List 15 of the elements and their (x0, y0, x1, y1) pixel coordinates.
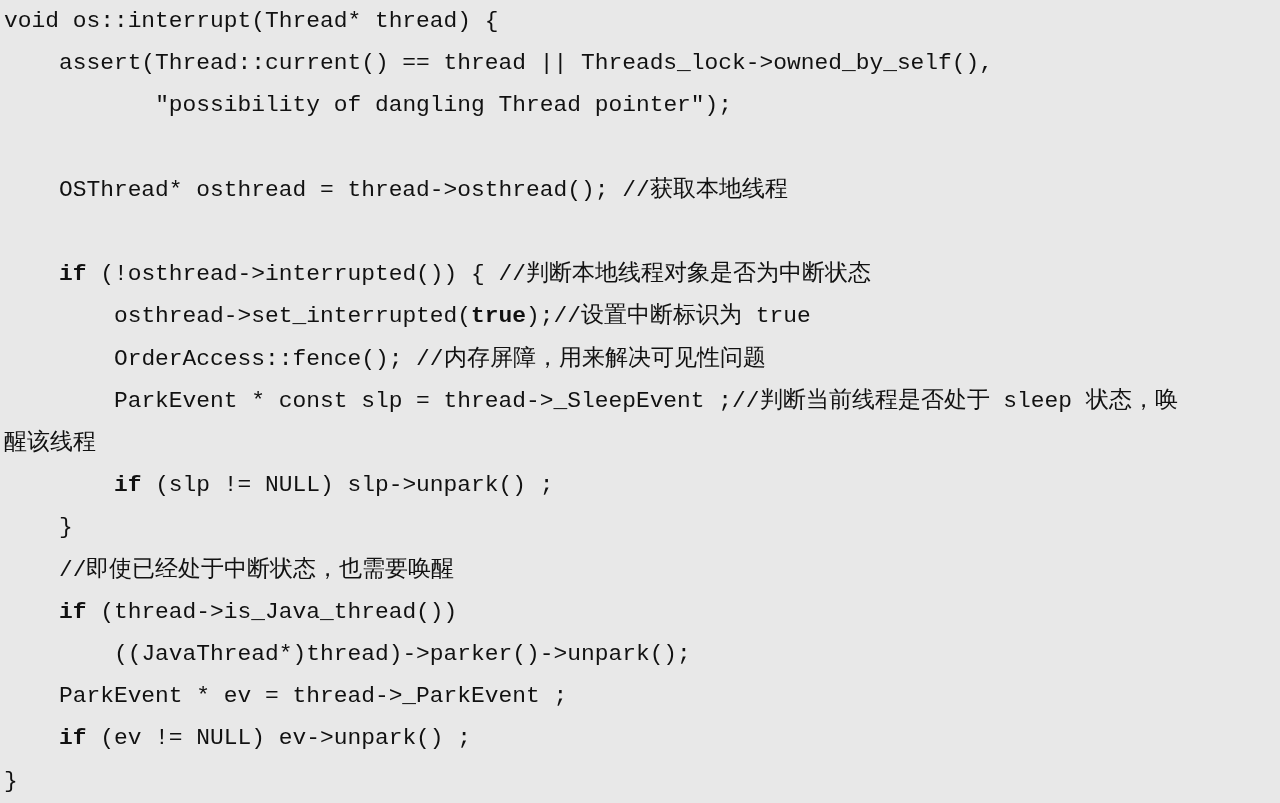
code-line: OSThread* osthread = thread->osthread(); //获取本地线程 (57, 175, 789, 205)
code-line: osthread->set_interrupted(true);//设置中断标识为 true (112, 302, 812, 332)
code-line: assert(Thread::current() == thread || Threads_lock->owned_by_self(), (57, 49, 995, 79)
code-line: "possibility of dangling Thread pointer"); (154, 91, 734, 121)
code-line: } (57, 513, 74, 543)
code-line: //即使已经处于中断状态，也需要唤醒 (57, 555, 456, 585)
code-line: } (4, 766, 19, 796)
code-line: if (ev != NULL) ev->unpark() ; (57, 724, 473, 754)
code-line: if (thread->is_Java_thread()) (57, 597, 459, 627)
code-line: ParkEvent * ev = thread->_ParkEvent ; (57, 682, 569, 712)
code-line: if (!osthread->interrupted()) { //判断本地线程对象是否为中断状态 (57, 260, 872, 290)
code-line: if (slp != NULL) slp->unpark() ; (112, 471, 555, 501)
code-line: OrderAccess::fence(); //内存屏障，用来解决可见性问题 (112, 344, 767, 374)
code-line: ((JavaThread*)thread)->parker()->unpark(); (112, 640, 692, 669)
code-line: void os::interrupt(Thread* thread) { (4, 7, 500, 36)
